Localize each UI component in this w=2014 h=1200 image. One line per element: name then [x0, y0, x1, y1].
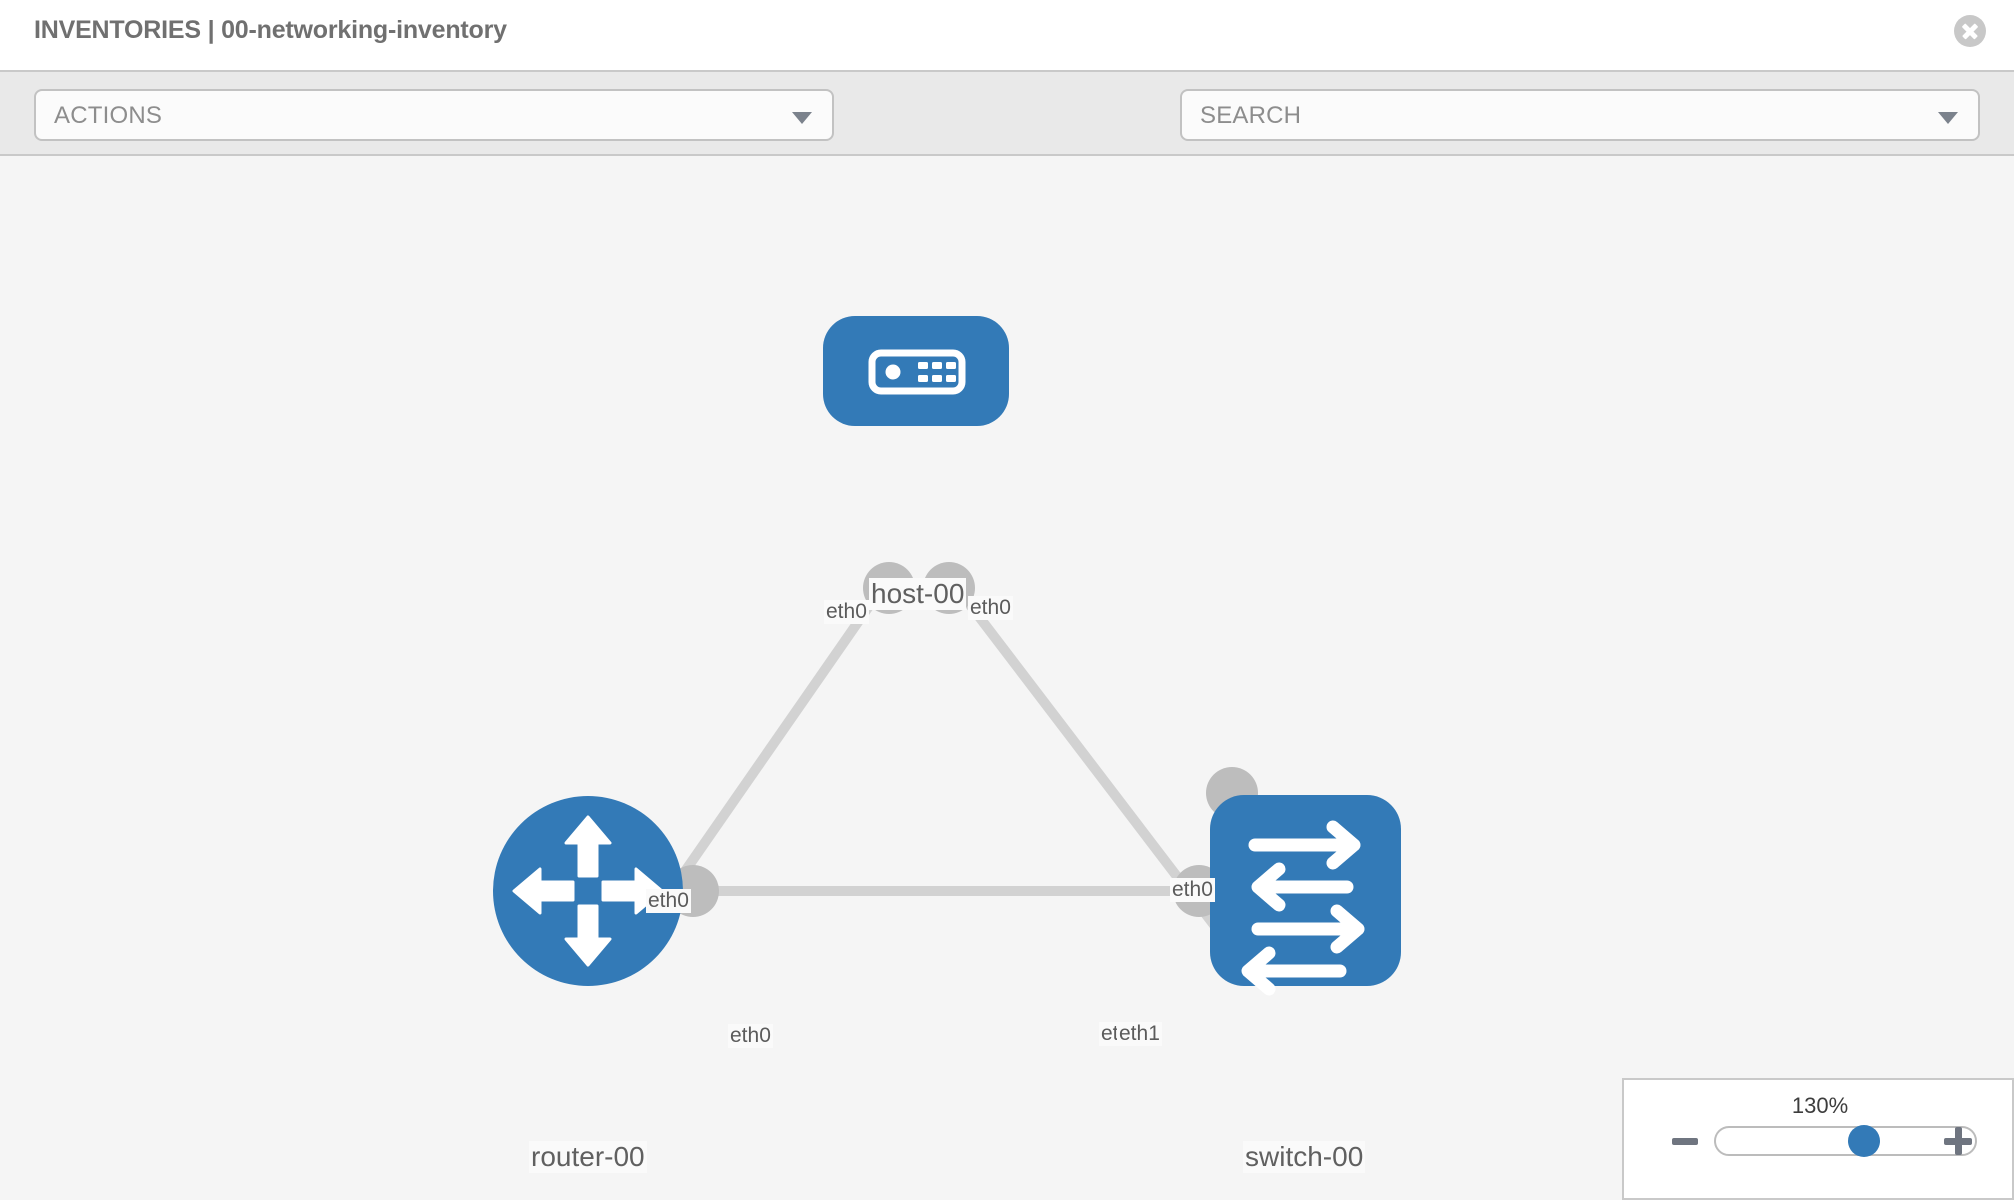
search-placeholder: SEARCH: [1200, 102, 1302, 129]
search-input[interactable]: SEARCH: [1180, 89, 1980, 141]
edge-label-router-right: eth0: [728, 1024, 773, 1048]
edge-label-host-right: eth0: [968, 596, 1013, 620]
node-label-host: host-00: [869, 578, 967, 610]
node-switch-00: [1210, 795, 1401, 996]
toolbar: ACTIONS SEARCH: [0, 70, 2014, 199]
chevron-down-icon: [792, 112, 812, 124]
node-label-switch: switch-00: [1243, 1141, 1366, 1173]
topology-canvas[interactable]: host-00 router-00 switch-00 eth0 eth0 et…: [0, 156, 2014, 1200]
edge-label-switch-up: eth0: [1170, 878, 1215, 902]
topology-graph: [493, 316, 1401, 996]
edge-label-router-up: eth0: [646, 889, 691, 913]
node-router-00: [493, 796, 683, 986]
zoom-control-panel: 130%: [1622, 1078, 2014, 1200]
node-label-router: router-00: [529, 1141, 647, 1173]
zoom-slider-track[interactable]: [1714, 1126, 1977, 1156]
edge-label-switch-left-eth1: eth1: [1117, 1022, 1162, 1046]
page-header: INVENTORIES | 00-networking-inventory: [0, 0, 2014, 70]
edge-label-host-left: eth0: [824, 600, 869, 624]
node-host-00: [823, 316, 1009, 426]
actions-dropdown[interactable]: ACTIONS: [34, 89, 834, 141]
topology-links: [635, 572, 1234, 950]
close-icon[interactable]: [1954, 15, 1986, 47]
zoom-slider-thumb[interactable]: [1847, 1125, 1880, 1157]
zoom-out-button[interactable]: [1672, 1138, 1698, 1145]
actions-dropdown-label: ACTIONS: [54, 102, 163, 129]
zoom-in-button[interactable]: [1944, 1127, 1972, 1155]
zoom-percent-label: 130%: [1791, 1093, 1849, 1118]
chevron-down-icon: [1938, 112, 1958, 124]
page-title: INVENTORIES | 00-networking-inventory: [34, 16, 507, 44]
